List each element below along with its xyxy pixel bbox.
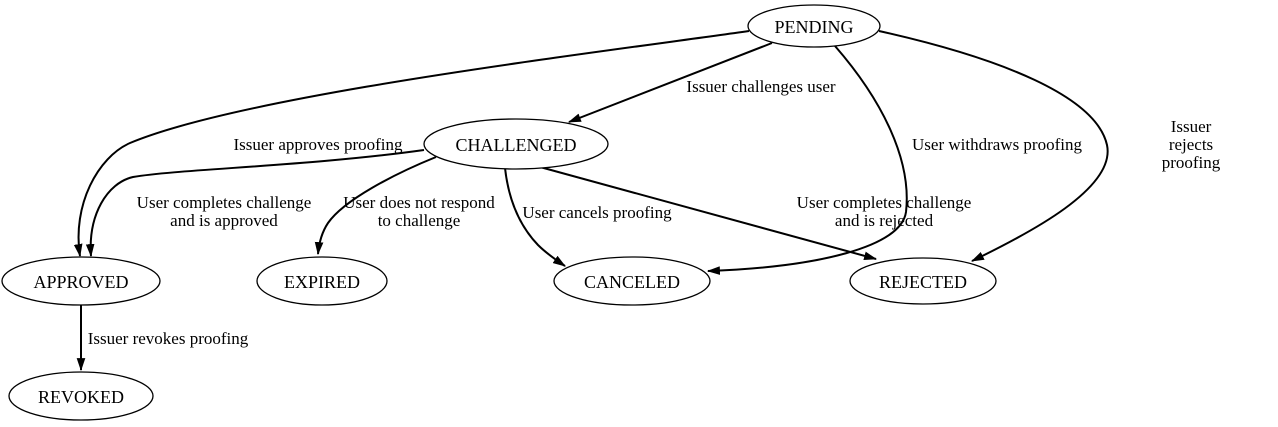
edge-pending-approved [73,30,750,258]
edge-label-user-withdraws-proofing: User withdraws proofing [912,135,1082,154]
edge-challenged-canceled [504,167,566,267]
edge-label-no-respond-challenge: User does not respond to challenge [343,193,495,230]
node-label-rejected: REJECTED [879,272,967,292]
node-label-pending: PENDING [774,17,854,37]
node-pending [747,4,881,48]
edge-challenged-expired [314,156,437,256]
edge-pending-canceled [706,45,908,275]
node-label-approved: APPROVED [33,272,129,292]
edge-label-issuer-revokes-proofing: Issuer revokes proofing [87,329,249,348]
node-label-canceled: CANCELED [584,272,680,292]
node-approved [1,256,161,306]
node-challenged [423,118,609,170]
edge-challenged-approved [85,149,425,258]
edge-label-issuer-approves-proofing: Issuer approves proofing [233,135,403,154]
node-label-expired: EXPIRED [284,272,360,292]
edge-label-issuer-challenges-user: Issuer challenges user [686,77,836,96]
edge-label-completes-rejected: User completes challenge and is rejected [796,193,972,230]
node-label-challenged: CHALLENGED [455,135,577,155]
edge-label-user-cancels-proofing: User cancels proofing [522,203,672,222]
edge-pending-challenged [567,42,773,123]
edge-challenged-rejected [539,166,878,261]
node-expired [256,256,388,306]
edge-label-issuer-rejects-proofing: Issuer rejects proofing [1161,117,1221,172]
edge-label-completes-approved: User completes challenge and is approved [136,193,312,230]
node-label-revoked: REVOKED [38,387,124,407]
node-rejected [849,257,997,305]
edge-pending-rejected [878,30,1109,262]
node-canceled [553,256,711,306]
node-revoked [8,371,154,421]
